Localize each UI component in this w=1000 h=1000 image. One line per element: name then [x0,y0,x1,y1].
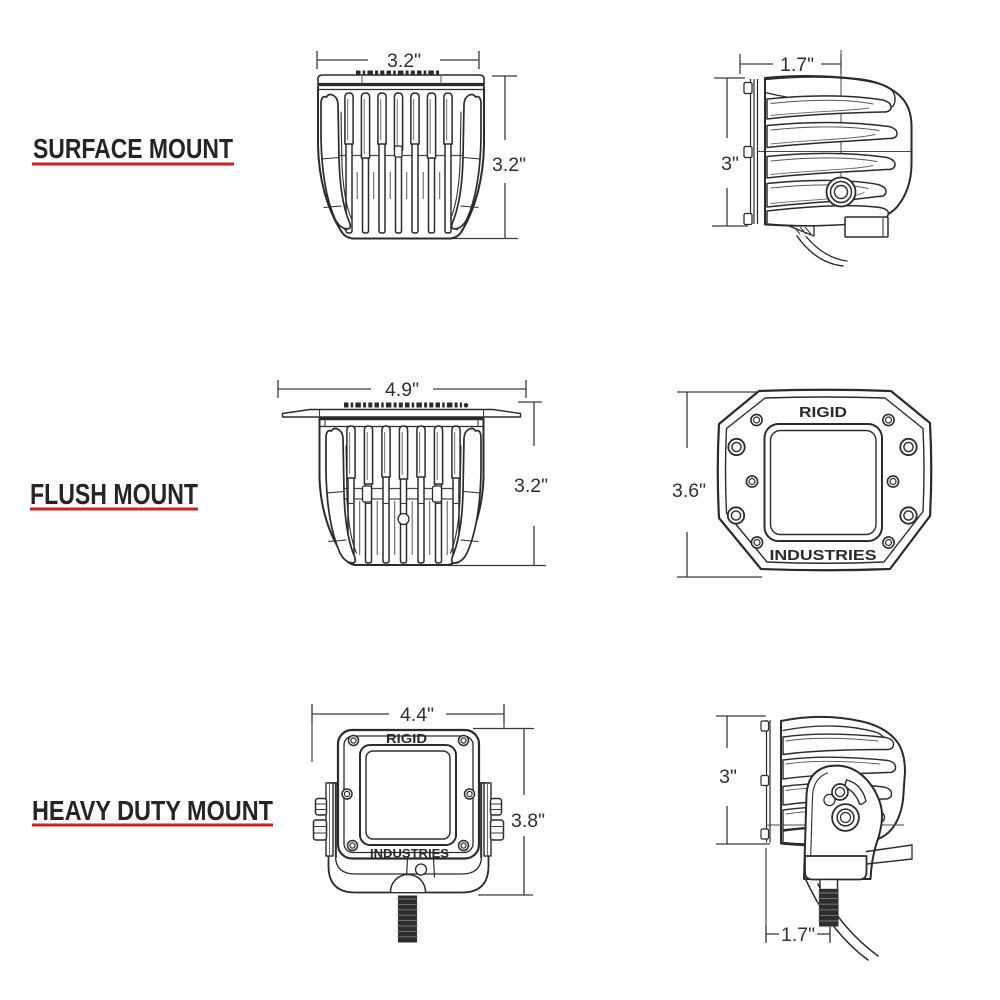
svg-text:3.8": 3.8" [511,810,545,832]
svg-text:SURFACE MOUNT: SURFACE MOUNT [33,133,233,164]
svg-text:3.2": 3.2" [387,50,421,72]
svg-text:4.4": 4.4" [400,704,434,726]
svg-text:3": 3" [719,766,737,788]
svg-text:3.6": 3.6" [672,480,706,502]
svg-text:4.9": 4.9" [385,379,419,401]
svg-text:1.7": 1.7" [781,924,815,946]
svg-text:HEAVY DUTY MOUNT: HEAVY DUTY MOUNT [32,795,273,826]
svg-text:INDUSTRIES: INDUSTRIES [770,547,877,564]
svg-text:3.2": 3.2" [492,154,526,176]
svg-text:3": 3" [721,153,739,175]
svg-text:RIGID: RIGID [799,404,847,421]
svg-text:FLUSH MOUNT: FLUSH MOUNT [30,479,198,511]
svg-text:3.2": 3.2" [514,475,548,497]
svg-text:INDUSTRIES: INDUSTRIES [370,847,449,861]
svg-text:1.7": 1.7" [780,54,814,76]
svg-text:RIGID: RIGID [386,732,427,746]
